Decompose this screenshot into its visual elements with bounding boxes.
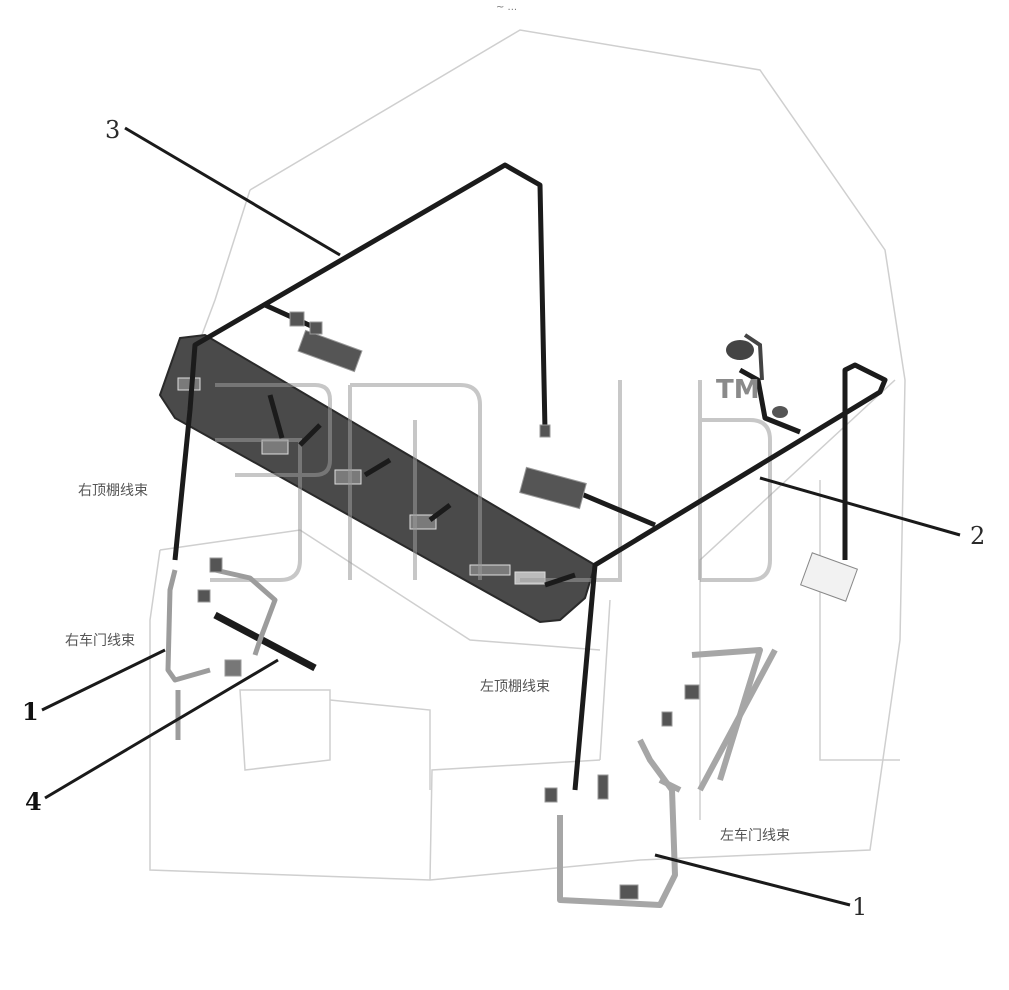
harness-door-right xyxy=(165,567,278,740)
harness-4 xyxy=(213,611,317,672)
callout-4: 4 xyxy=(25,787,42,816)
harness-door-left xyxy=(557,647,778,908)
label-left-roof-harness: 左顶棚线束 xyxy=(480,679,550,695)
roof-lamp xyxy=(726,333,788,418)
harness-roof-right xyxy=(172,162,548,561)
callout-3: 3 xyxy=(105,116,121,144)
cab-outline xyxy=(149,29,906,881)
watermark-tm: TM xyxy=(716,375,760,405)
label-left-door-harness: 左车门线束 xyxy=(720,828,790,844)
label-right-door-harness: 右车门线束 xyxy=(65,633,135,649)
callout-1-left: 1 xyxy=(22,697,39,726)
watermark-outline xyxy=(210,380,772,582)
components xyxy=(197,311,859,900)
leader-lines xyxy=(41,126,961,907)
header-mark: ~ ... xyxy=(496,2,518,13)
callout-2: 2 xyxy=(970,522,986,550)
roof-panel xyxy=(158,333,597,624)
label-right-roof-harness: 右顶棚线束 xyxy=(78,483,148,499)
callout-1-right: 1 xyxy=(852,893,868,921)
